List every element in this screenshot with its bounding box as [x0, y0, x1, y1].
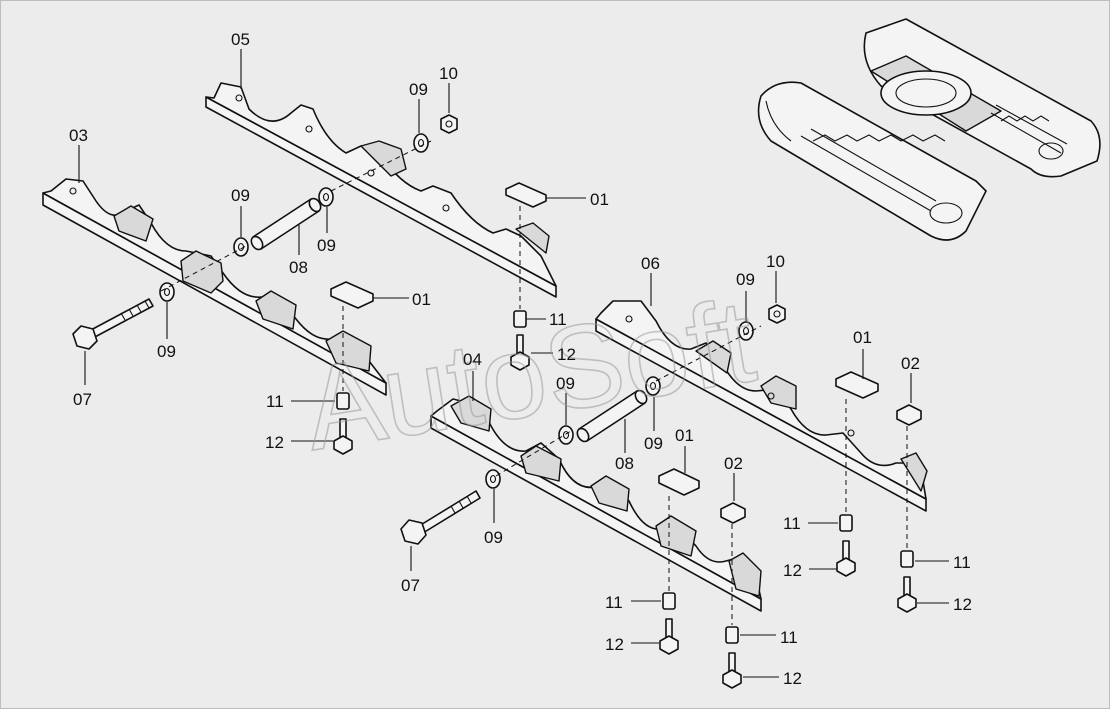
- callout-11-c: 11: [783, 514, 801, 533]
- callout-12-e: 12: [605, 635, 624, 654]
- track-guard-04: [430, 395, 762, 612]
- callout-02-b: 02: [724, 454, 743, 473]
- callout-09-c: 09: [317, 236, 336, 255]
- callout-09-b: 09: [231, 186, 250, 205]
- callout-09-d: 09: [157, 342, 176, 361]
- callout-07-right: 07: [401, 576, 420, 595]
- assembly-lines: [160, 140, 908, 625]
- washers-09: [159, 133, 754, 489]
- bolts-12: [333, 334, 917, 689]
- leader-lines: [78, 49, 949, 678]
- callout-11-d: 11: [953, 553, 971, 572]
- callout-04: 04: [463, 350, 482, 369]
- callout-12-c: 12: [783, 561, 802, 580]
- plates-01: [330, 182, 879, 496]
- callout-01-a: 01: [590, 190, 609, 209]
- callout-09-g: 09: [644, 434, 663, 453]
- callout-08-left: 08: [289, 258, 308, 277]
- callout-11-f: 11: [780, 628, 798, 647]
- track-guard-03: [42, 178, 387, 396]
- spacer-pin-08-left: [250, 197, 322, 251]
- callout-09-e: 09: [736, 270, 755, 289]
- callout-08-right: 08: [615, 454, 634, 473]
- track-frame-thumbnail: [757, 18, 1101, 241]
- track-guard-06: [595, 300, 928, 512]
- callout-01-b: 01: [412, 290, 431, 309]
- nuts-10: [440, 114, 786, 324]
- callout-11-a: 11: [549, 310, 567, 329]
- long-bolt-07-left: [72, 298, 154, 350]
- callout-10-top: 10: [439, 64, 458, 83]
- callout-02-a: 02: [901, 354, 920, 373]
- callout-03: 03: [69, 126, 88, 145]
- callout-12-b: 12: [265, 433, 284, 452]
- callout-12-a: 12: [557, 345, 576, 364]
- callout-06: 06: [641, 254, 660, 273]
- callout-09-a: 09: [409, 80, 428, 99]
- callout-10-right: 10: [766, 252, 785, 271]
- callout-12-d: 12: [953, 595, 972, 614]
- callout-11-b: 11: [266, 392, 284, 411]
- callout-05: 05: [231, 30, 250, 49]
- callout-09-h: 09: [484, 528, 503, 547]
- callout-11-e: 11: [605, 593, 623, 612]
- callout-09-f: 09: [556, 374, 575, 393]
- callout-labels: 05 03 06 04 10 10 09 09 09 09 09 09 09 0…: [69, 30, 972, 688]
- spacer-pin-08-right: [576, 389, 648, 443]
- callout-07-left: 07: [73, 390, 92, 409]
- blocks-02: [720, 404, 922, 524]
- callout-01-d: 01: [675, 426, 694, 445]
- track-guard-05: [205, 82, 557, 298]
- spacers-11: [336, 310, 914, 644]
- long-bolt-07-right: [400, 490, 481, 545]
- callout-12-f: 12: [783, 669, 802, 688]
- callout-01-c: 01: [853, 328, 872, 347]
